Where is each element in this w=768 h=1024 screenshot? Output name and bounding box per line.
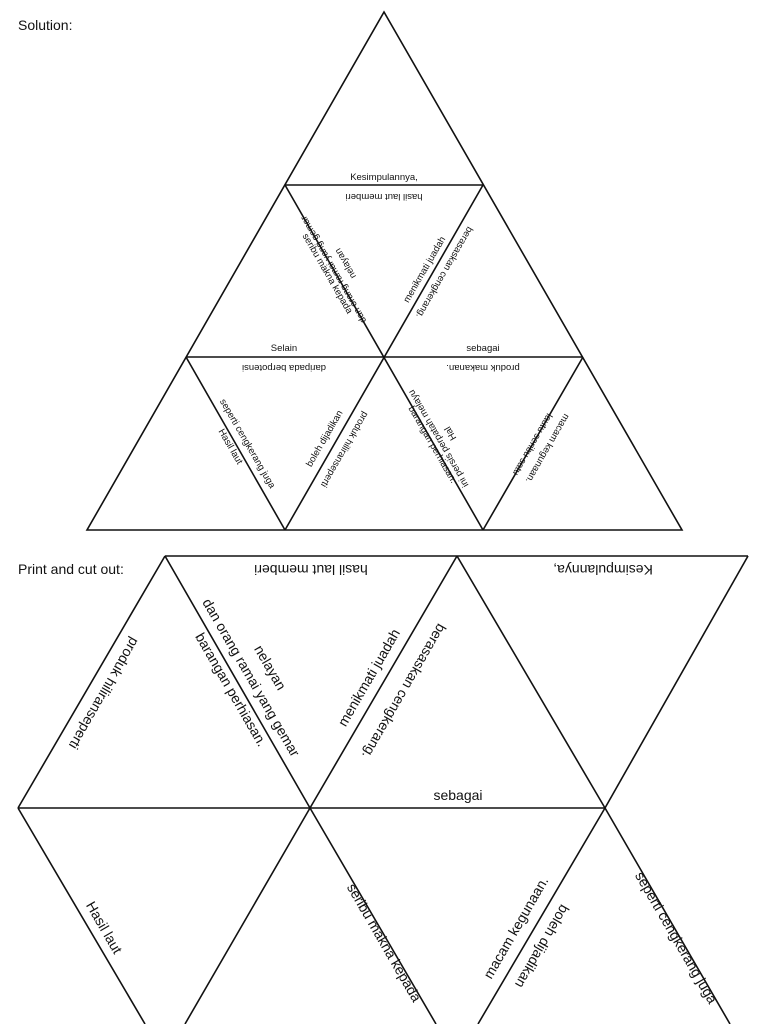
cutout-line bbox=[309, 555, 458, 809]
cutout-label: produk hiliranseperti bbox=[66, 635, 143, 752]
cutout-line bbox=[456, 555, 606, 809]
cutout-label: Hasil laut bbox=[83, 899, 126, 957]
cutout-line bbox=[604, 555, 749, 809]
solution-triangle: Kesimpulannya, hasil laut memberi dan or… bbox=[85, 10, 684, 531]
solution-label: hasil laut memberi bbox=[345, 191, 422, 202]
solution-label: Kesimpulannya, bbox=[350, 172, 418, 183]
cutout-label: Kesimpulannya, bbox=[553, 562, 653, 578]
solution-line bbox=[482, 356, 584, 531]
solution-label: produk makanan. bbox=[446, 362, 519, 373]
solution-outline bbox=[85, 10, 684, 531]
cutout-line bbox=[477, 807, 606, 1024]
print-heading: Print and cut out: bbox=[18, 561, 124, 577]
cutout-strip: hasil laut memberi Kesimpulannya, produk… bbox=[17, 555, 749, 1024]
cutout-label: sebagai bbox=[433, 787, 482, 803]
cutout-line bbox=[604, 807, 731, 1024]
solution-line bbox=[185, 356, 286, 531]
cutout-line bbox=[17, 807, 146, 1024]
solution-label: dan orang ramai yang gemar bbox=[299, 214, 370, 325]
solution-label: produk hiliranseperti bbox=[318, 409, 370, 489]
cutout-line bbox=[309, 807, 437, 1024]
cutout-line bbox=[17, 555, 166, 809]
cutout-line bbox=[164, 555, 311, 809]
cutout-line bbox=[184, 807, 311, 1024]
solution-label: Selain bbox=[271, 343, 297, 354]
cutout-label: seribu makna kepada bbox=[344, 881, 425, 1005]
solution-label: ini persis perpatah melayu bbox=[406, 387, 471, 489]
cutout-label: hasil laut memberi bbox=[254, 562, 368, 578]
solution-label: sebagai bbox=[466, 343, 499, 354]
cutout-label: seperti cengkerang juga bbox=[632, 869, 721, 1007]
solution-heading: Solution: bbox=[18, 17, 73, 33]
cutout-label: berasaskan cengkerang. bbox=[359, 621, 450, 762]
solution-label: daripada berpotensi bbox=[242, 362, 326, 373]
solution-line bbox=[284, 184, 484, 531]
